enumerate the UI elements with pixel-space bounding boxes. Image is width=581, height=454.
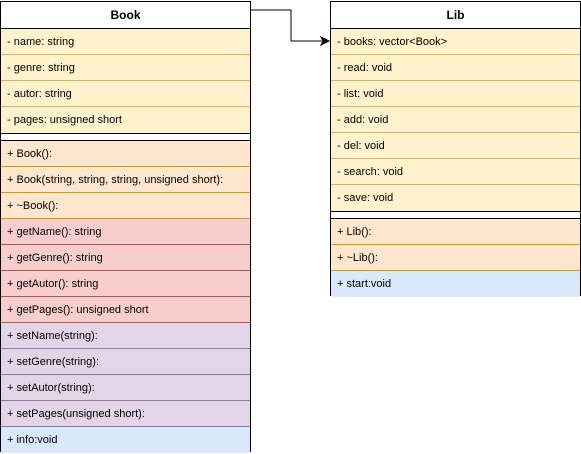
book-destructor: + ~Book(): xyxy=(1,193,250,219)
lib-field-list: - list: void xyxy=(331,81,580,107)
book-class-title: Book xyxy=(1,2,250,29)
lib-separator xyxy=(331,211,580,219)
book-getter-name: + getName(): string xyxy=(1,219,250,245)
book-field-autor: - autor: string xyxy=(1,81,250,107)
lib-destructor: + ~Lib(): xyxy=(331,245,580,271)
book-setter-name: + setName(string): xyxy=(1,323,250,349)
book-field-genre: - genre: string xyxy=(1,55,250,81)
book-setter-autor: + setAutor(string): xyxy=(1,375,250,401)
association-line xyxy=(251,9,322,42)
lib-field-read: - read: void xyxy=(331,55,580,81)
book-getter-genre: + getGenre(): string xyxy=(1,245,250,271)
lib-field-search: - search: void xyxy=(331,159,580,185)
lib-field-del: - del: void xyxy=(331,133,580,159)
lib-field-books: - books: vector<Book> xyxy=(331,29,580,55)
book-method-info: + info:void xyxy=(1,427,250,453)
lib-method-start: + start:void xyxy=(331,271,580,297)
book-setter-pages: + setPages(unsigned short): xyxy=(1,401,250,427)
lib-constructor: + Lib(): xyxy=(331,219,580,245)
book-separator xyxy=(1,133,250,141)
book-constructor-params: + Book(string, string, string, unsigned … xyxy=(1,167,250,193)
book-getter-pages: + getPages(): unsigned short xyxy=(1,297,250,323)
lib-field-save: - save: void xyxy=(331,185,580,211)
book-field-pages: - pages: unsigned short xyxy=(1,107,250,133)
book-setter-genre: + setGenre(string): xyxy=(1,349,250,375)
lib-field-add: - add: void xyxy=(331,107,580,133)
book-class[interactable]: Book - name: string - genre: string - au… xyxy=(0,1,251,453)
lib-class[interactable]: Lib - books: vector<Book> - read: void -… xyxy=(330,1,581,297)
lib-class-title: Lib xyxy=(331,2,580,29)
association-arrowhead xyxy=(319,35,331,47)
book-getter-autor: + getAutor(): string xyxy=(1,271,250,297)
book-field-name: - name: string xyxy=(1,29,250,55)
book-constructor-default: + Book(): xyxy=(1,141,250,167)
